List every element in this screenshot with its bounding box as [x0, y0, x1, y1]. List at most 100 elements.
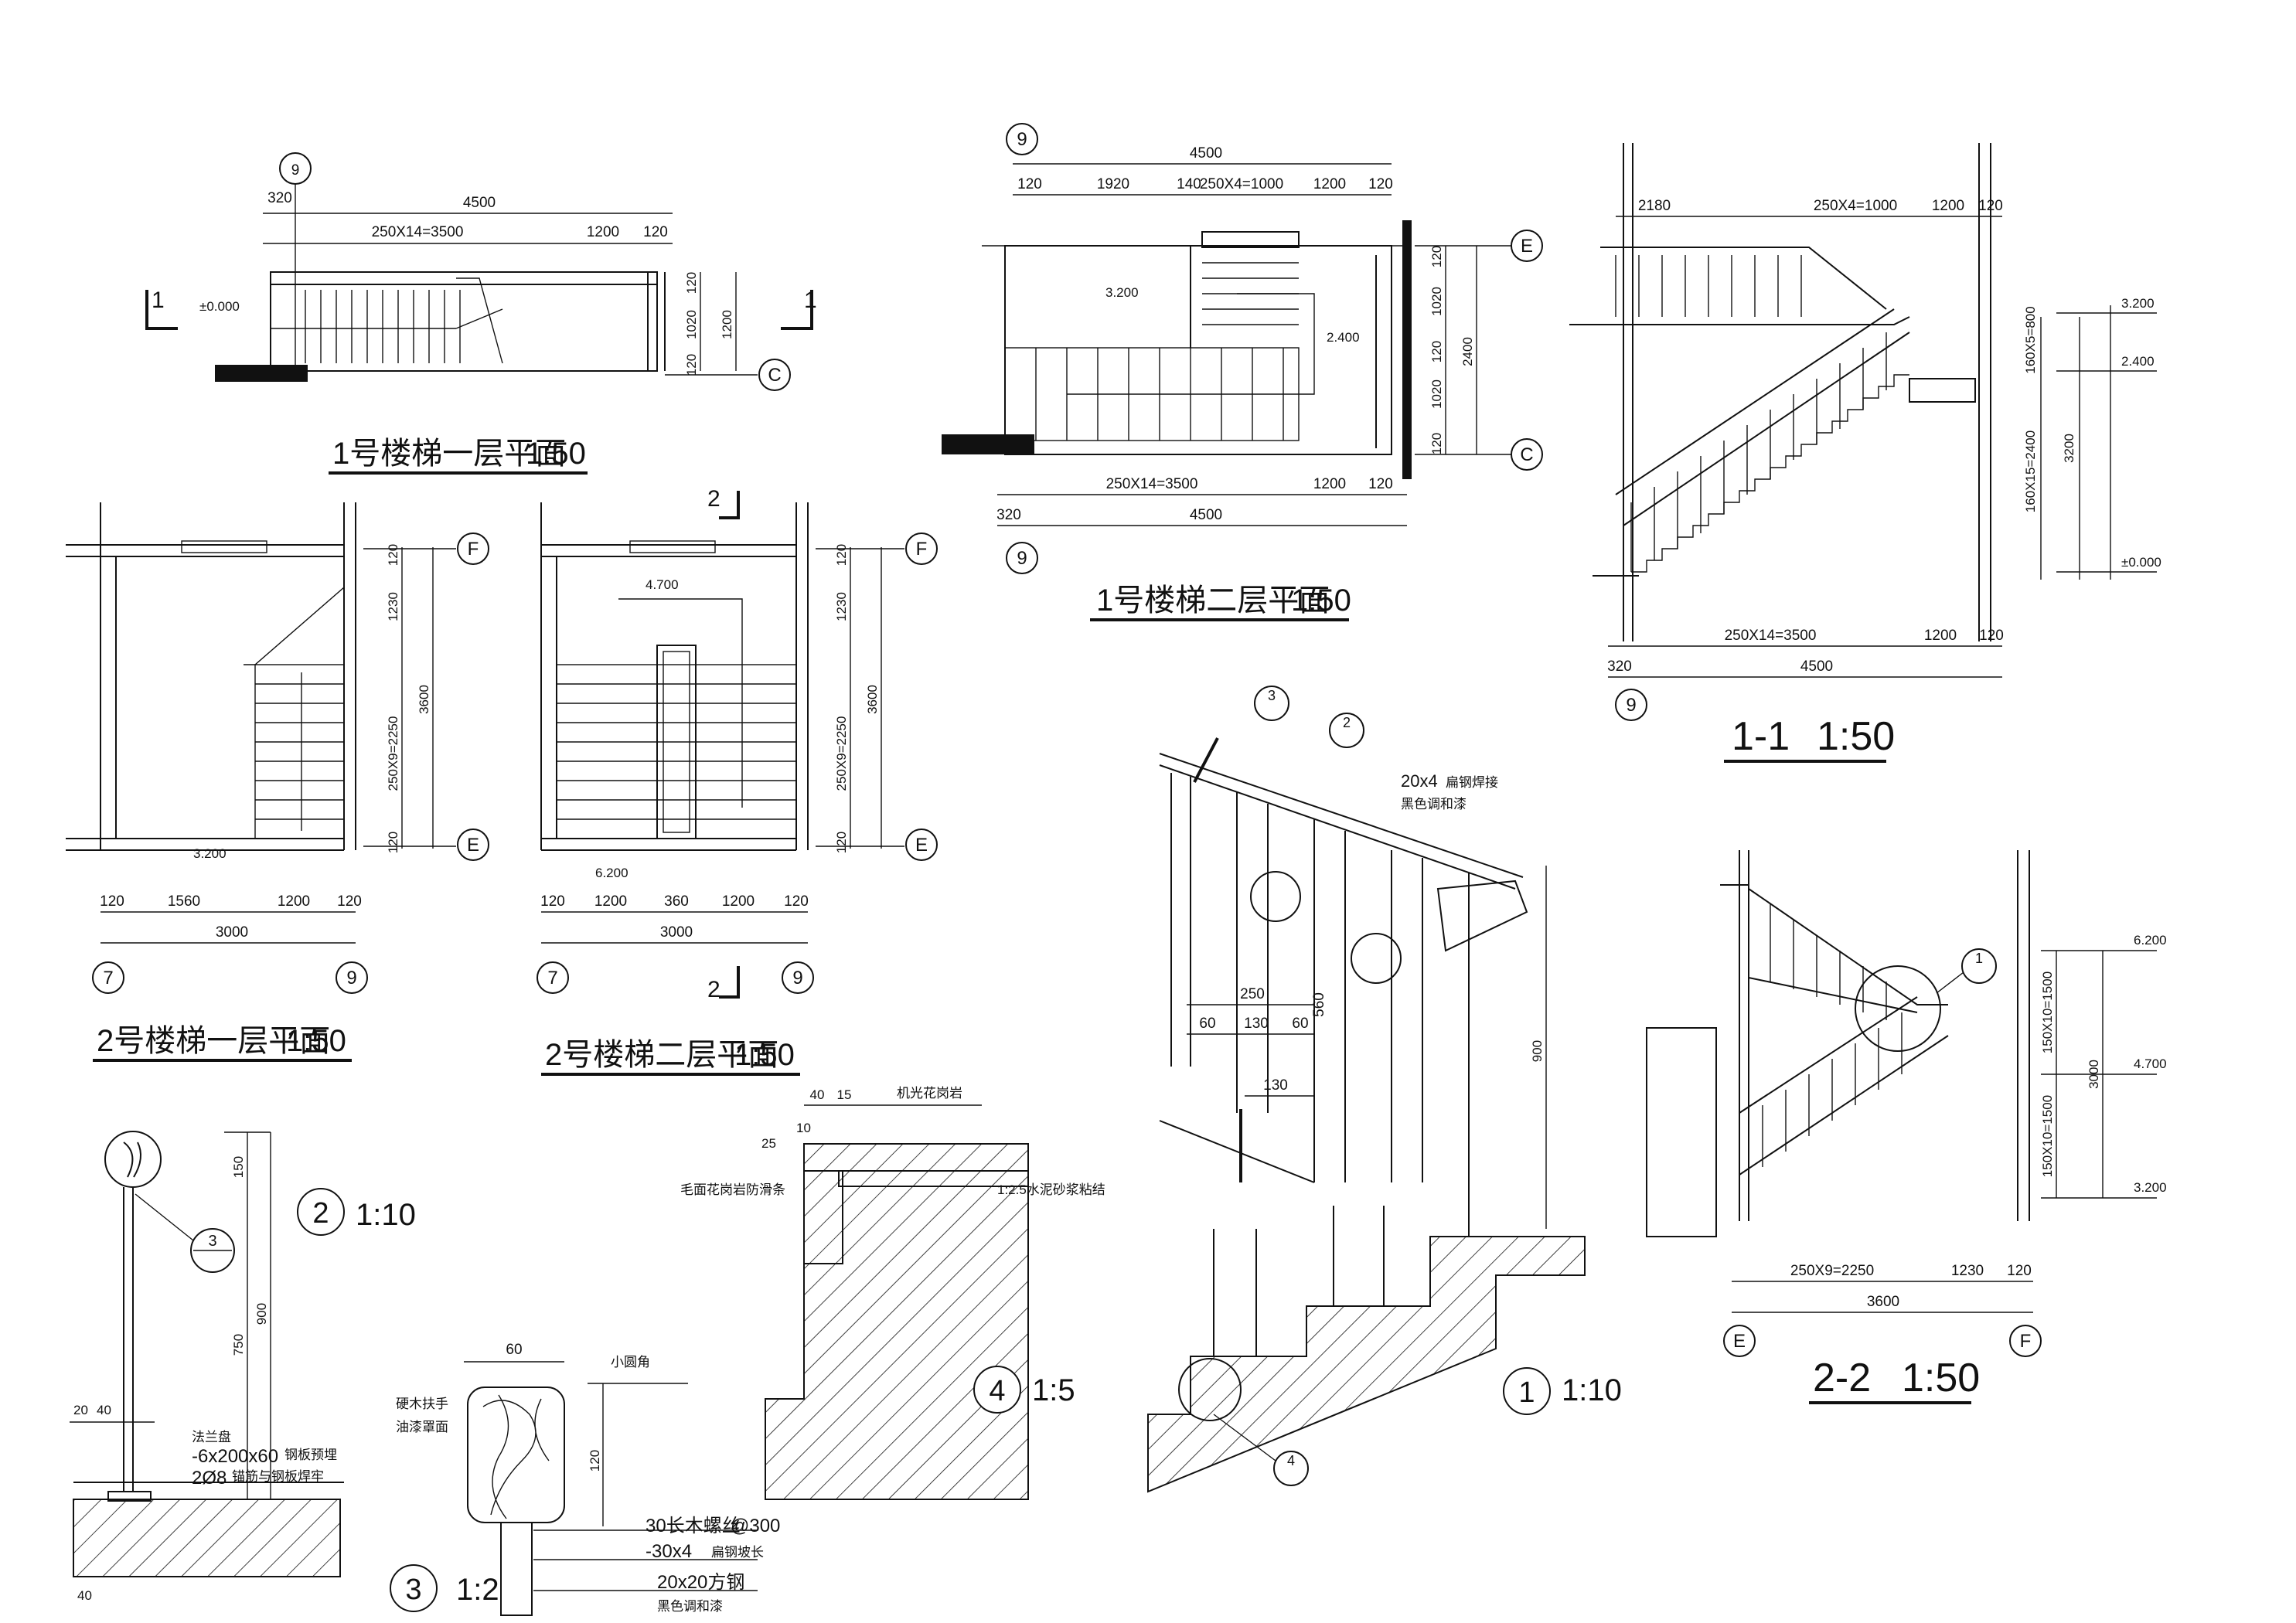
- dim-text: 250X9=2250: [1790, 1263, 1874, 1279]
- level-mark: 3.200: [2121, 296, 2155, 311]
- axis-label: 7: [103, 968, 113, 988]
- dim-text: 4500: [1190, 507, 1222, 523]
- axis-label: F: [916, 539, 928, 560]
- section-label: 2: [707, 977, 720, 1002]
- axis-bubble-9: [336, 961, 368, 994]
- axis-bubble-9: [1006, 542, 1038, 574]
- note-text: 扁钢坡长: [711, 1545, 764, 1560]
- ref-number: 3: [208, 1233, 216, 1250]
- dim-text: 40: [97, 1403, 111, 1417]
- section-mark: [145, 290, 178, 330]
- dim-text: 250X14=3500: [1106, 476, 1198, 492]
- dim-text: 1200: [594, 893, 627, 910]
- axis-label: E: [1733, 1331, 1746, 1352]
- drawing-scale: 1:50: [1902, 1356, 1980, 1400]
- dim-text: 40: [77, 1588, 92, 1603]
- level-mark: ±0.000: [199, 299, 240, 314]
- dim-text: 120: [1368, 176, 1393, 192]
- note-text: 20x20方钢: [657, 1572, 744, 1593]
- dim-text: 60: [1199, 1016, 1215, 1032]
- ref-number: 3: [1268, 688, 1276, 703]
- note-text: 小圆角: [611, 1355, 650, 1370]
- section-label: 1: [152, 288, 165, 313]
- axis-label: 9: [291, 162, 300, 179]
- note-text: 2Ø8: [192, 1468, 227, 1489]
- detail-2-post-base: 3 150 900 750 2 1:10 20 40 40 法兰盘 -6x200…: [70, 1131, 416, 1603]
- detail-scale: 1:10: [1562, 1373, 1622, 1407]
- section-mark: [719, 491, 740, 519]
- axis-label: F: [468, 539, 479, 560]
- dim-text: 130: [1263, 1077, 1288, 1094]
- note-text: 锚筋与钢板焊牢: [232, 1469, 324, 1484]
- note-text: 机光花岗岩: [897, 1086, 962, 1101]
- ref-number: 1: [1975, 951, 1983, 966]
- baluster-ring: [1250, 871, 1301, 922]
- drawing-title: 1号楼梯一层平面: [332, 437, 566, 471]
- axis-bubble-7: [537, 961, 569, 994]
- wall-cut-poche: [942, 434, 1034, 454]
- level-mark: ±0.000: [2121, 555, 2161, 570]
- window-wall: [1402, 220, 1412, 479]
- dim-text: 120: [834, 544, 849, 566]
- drawing-stair1-floor1-plan: 9 320 4500 250X14=3500 1200 120 1: [145, 152, 817, 475]
- dim-text: 25: [761, 1136, 776, 1151]
- dim-text: 1200: [1313, 176, 1346, 192]
- dim-text: 120: [386, 544, 400, 566]
- dim-text: 900: [254, 1303, 269, 1325]
- drawing-title: 1-1: [1732, 714, 1790, 759]
- axis-label: 9: [1017, 129, 1027, 150]
- dim-text: 1200: [1313, 476, 1346, 492]
- dim-text: 250X4=1000: [1814, 198, 1897, 214]
- dim-text: 60: [1292, 1016, 1308, 1032]
- dim-text: 120: [684, 272, 699, 294]
- dim-text: 20: [73, 1403, 88, 1417]
- dim-text: 1200: [278, 893, 310, 910]
- detail-3-handrail-section: 60 120 小圆角 硬木扶手 油漆罩面 30长木螺丝 @300 -30x4 扁…: [390, 1342, 780, 1616]
- dim-text: 250X4=1000: [1200, 176, 1283, 192]
- dim-text: 160X5=800: [2023, 306, 2038, 373]
- dim-text: 40: [810, 1087, 825, 1102]
- drawing-scale: 1:50: [1817, 714, 1895, 759]
- axis-bubble-9: [782, 961, 814, 994]
- section-label: 2: [707, 486, 720, 512]
- detail-callout-circle: [1178, 1358, 1242, 1421]
- wall-cut-poche: [215, 365, 308, 382]
- dim-text: 120: [784, 893, 809, 910]
- dim-text: 560: [1311, 992, 1327, 1017]
- note-text: -30x4: [646, 1541, 692, 1562]
- dim-text: 120: [588, 1450, 602, 1472]
- axis-bubble-E: [1723, 1325, 1756, 1357]
- note-text: 硬木扶手: [396, 1397, 448, 1411]
- axis-bubble-9: [1615, 689, 1647, 721]
- axis-label: 9: [1017, 548, 1027, 569]
- dim-text: 320: [996, 507, 1021, 523]
- dim-text: 1230: [386, 592, 400, 621]
- dim-text: 1200: [722, 893, 755, 910]
- drawing-scale: 1:50: [1291, 584, 1351, 618]
- drawing-title: 2号楼梯一层平面: [97, 1024, 330, 1058]
- dim-text: 120: [2007, 1263, 2032, 1279]
- dim-text: 900: [1530, 1040, 1545, 1062]
- detail-number: 1: [1518, 1376, 1535, 1409]
- axis-bubble-E: [1511, 230, 1543, 262]
- note-text: 扁钢焊接: [1446, 775, 1498, 790]
- note-text: 毛面花岗岩防滑条: [680, 1182, 785, 1197]
- axis-bubble-9: [1006, 123, 1038, 155]
- dim-text: 1920: [1097, 176, 1129, 192]
- detail-scale: 1:5: [1032, 1373, 1075, 1407]
- detail-1-balustrade: 3 2 20x4 扁钢焊接 黑色调和漆 250 60 130 60 560 13…: [1147, 686, 1622, 1493]
- axis-bubble-7: [92, 961, 124, 994]
- dim-text: 4500: [463, 195, 496, 211]
- section-mark: [719, 966, 740, 999]
- detail-callout-circle: [1855, 965, 1941, 1052]
- axis-label: 9: [792, 968, 802, 988]
- drawing-stair2-floor1-plan: 3.200 120 1230 250X9=2250 3600 120 F E 1…: [66, 502, 489, 1062]
- detail-number: 2: [312, 1197, 329, 1230]
- dim-text: 1200: [1932, 198, 1964, 214]
- stair-treads: [244, 587, 345, 839]
- level-mark: 2.400: [2121, 354, 2155, 369]
- dim-text: 130: [1244, 1016, 1269, 1032]
- note-text: 1:2.5水泥砂浆粘结: [997, 1182, 1105, 1197]
- ref-number: 4: [1287, 1453, 1295, 1468]
- dim-text: 150X10=1500: [2040, 1095, 2055, 1177]
